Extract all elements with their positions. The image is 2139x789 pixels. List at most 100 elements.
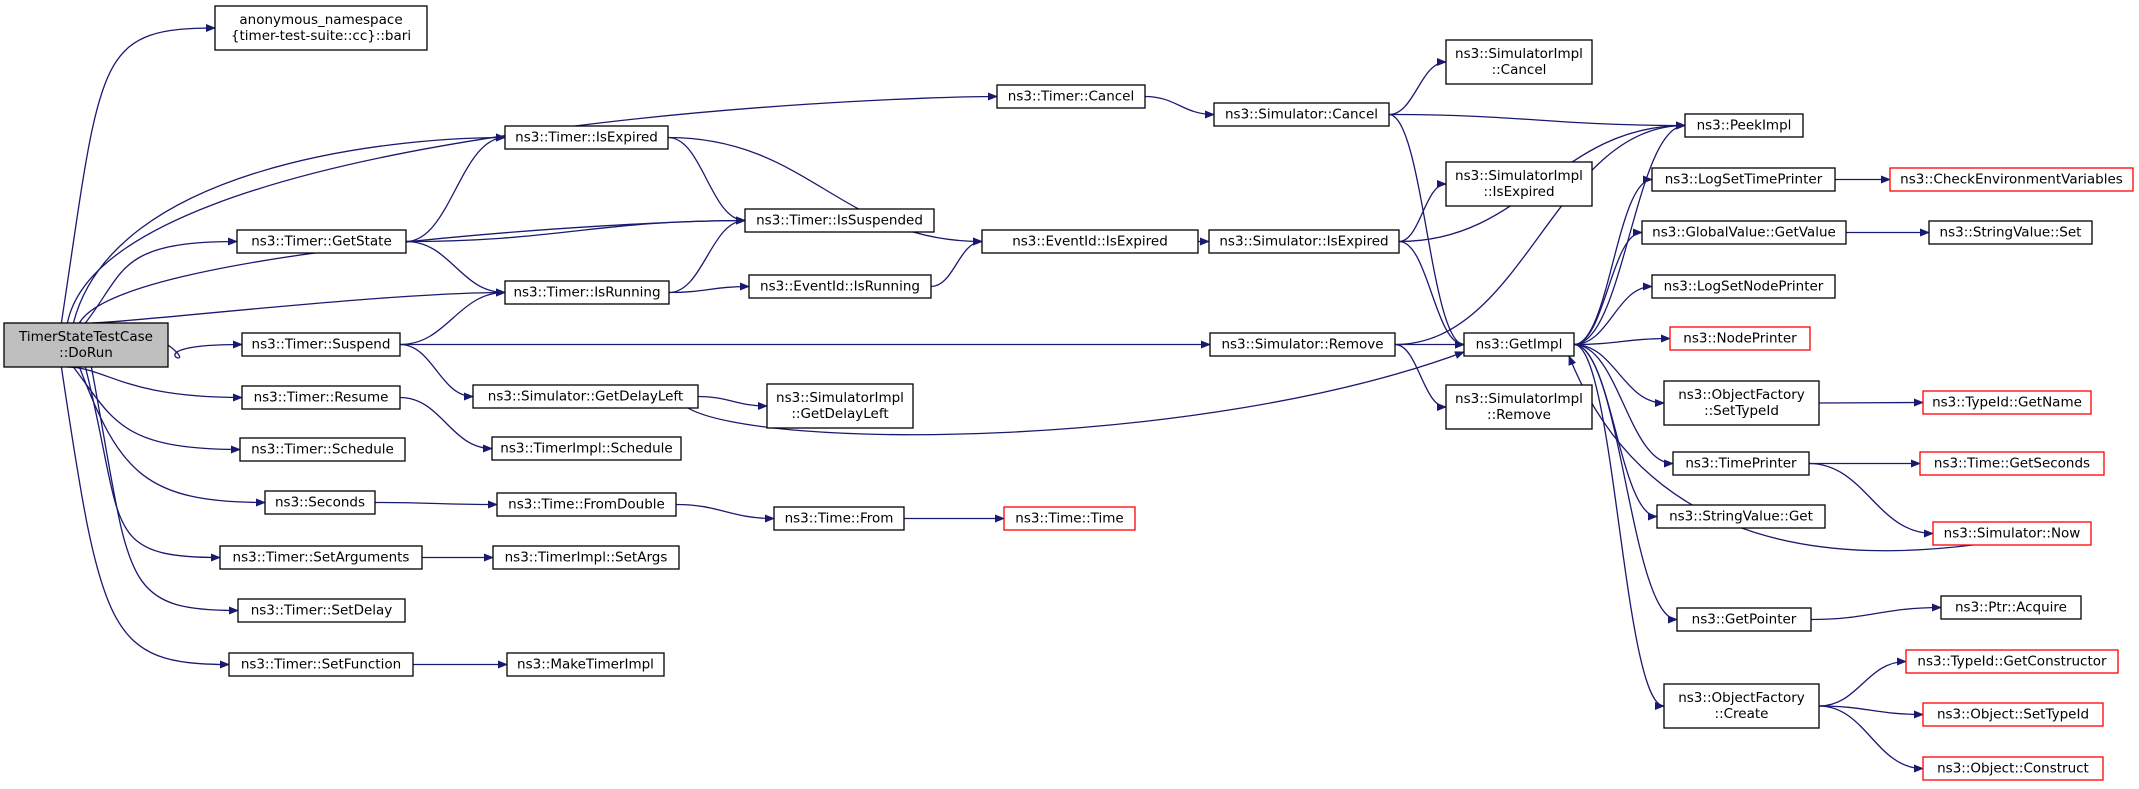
node-eid_isrunning[interactable]: ns3::EventId::IsRunning [748, 274, 932, 299]
node-box[interactable] [496, 492, 677, 517]
node-time_getseconds[interactable]: ns3::Time::GetSeconds [1919, 451, 2105, 476]
node-box[interactable] [1663, 683, 1820, 729]
node-box[interactable] [1669, 326, 1811, 351]
node-t_setdelay[interactable]: ns3::Timer::SetDelay [237, 598, 406, 623]
node-box[interactable] [1905, 649, 2119, 674]
node-t_getstate[interactable]: ns3::Timer::GetState [236, 229, 407, 254]
node-box[interactable] [748, 274, 932, 299]
node-simimpl_isexpired[interactable]: ns3::SimulatorImpl::IsExpired [1445, 161, 1593, 207]
node-box[interactable] [214, 5, 428, 51]
node-getimpl[interactable]: ns3::GetImpl [1463, 332, 1575, 357]
node-typeid_getctor[interactable]: ns3::TypeId::GetConstructor [1905, 649, 2119, 674]
node-simimpl_getdelay[interactable]: ns3::SimulatorImpl::GetDelayLeft [766, 383, 914, 429]
node-t_resume[interactable]: ns3::Timer::Resume [241, 385, 401, 410]
node-nodeprinter[interactable]: ns3::NodePrinter [1669, 326, 1811, 351]
node-t_issusp[interactable]: ns3::Timer::IsSuspended [744, 208, 935, 233]
node-sim_getdelay[interactable]: ns3::Simulator::GetDelayLeft [472, 384, 699, 409]
node-box[interactable] [3, 322, 169, 368]
node-box[interactable] [491, 436, 682, 461]
node-box[interactable] [1676, 607, 1812, 632]
node-box[interactable] [1213, 102, 1390, 127]
node-sim_remove[interactable]: ns3::Simulator::Remove [1209, 332, 1396, 357]
node-sim_isexpired[interactable]: ns3::Simulator::IsExpired [1208, 229, 1400, 254]
node-box[interactable] [1209, 332, 1396, 357]
node-box[interactable] [1656, 504, 1826, 529]
node-sim_now[interactable]: ns3::Simulator::Now [1932, 521, 2092, 546]
node-sv_get[interactable]: ns3::StringValue::Get [1656, 504, 1826, 529]
node-of_create[interactable]: ns3::ObjectFactory::Create [1663, 683, 1820, 729]
node-box[interactable] [1684, 113, 1804, 138]
node-box[interactable] [1672, 451, 1810, 476]
node-box[interactable] [237, 598, 406, 623]
node-ti_setargs[interactable]: ns3::TimerImpl::SetArgs [492, 545, 680, 570]
node-logsettime[interactable]: ns3::LogSetTimePrinter [1651, 167, 1836, 192]
node-box[interactable] [1922, 390, 2092, 415]
node-obj_construct[interactable]: ns3::Object::Construct [1922, 756, 2104, 781]
node-box[interactable] [1940, 595, 2082, 620]
node-box[interactable] [506, 652, 665, 677]
node-t_cancel[interactable]: ns3::Timer::Cancel [996, 84, 1146, 109]
node-box[interactable] [766, 383, 914, 429]
node-logsetnode[interactable]: ns3::LogSetNodePrinter [1651, 274, 1836, 299]
node-eid_isexpired[interactable]: ns3::EventId::IsExpired [981, 229, 1199, 254]
node-box[interactable] [1651, 274, 1836, 299]
node-of_settypeid[interactable]: ns3::ObjectFactory::SetTypeId [1663, 380, 1820, 426]
node-box[interactable] [1663, 380, 1820, 426]
node-simimpl_remove[interactable]: ns3::SimulatorImpl::Remove [1445, 384, 1593, 430]
node-obj_settypeid[interactable]: ns3::Object::SetTypeId [1922, 702, 2104, 727]
node-box[interactable] [1641, 220, 1847, 245]
node-gv_getvalue[interactable]: ns3::GlobalValue::GetValue [1641, 220, 1847, 245]
node-sv_set[interactable]: ns3::StringValue::Set [1928, 220, 2093, 245]
node-box[interactable] [264, 490, 376, 515]
node-time_from[interactable]: ns3::Time::From [773, 506, 905, 531]
node-box[interactable] [1003, 506, 1136, 531]
node-box[interactable] [219, 545, 423, 570]
node-box[interactable] [1463, 332, 1575, 357]
node-typeid_getname[interactable]: ns3::TypeId::GetName [1922, 390, 2092, 415]
node-box[interactable] [504, 280, 670, 305]
node-checkenv[interactable]: ns3::CheckEnvironmentVariables [1889, 167, 2134, 192]
node-box[interactable] [1922, 702, 2104, 727]
node-t_setfunc[interactable]: ns3::Timer::SetFunction [228, 652, 414, 677]
node-time_fromdouble[interactable]: ns3::Time::FromDouble [496, 492, 677, 517]
node-simimpl_cancel[interactable]: ns3::SimulatorImpl::Cancel [1445, 39, 1593, 85]
node-box[interactable] [744, 208, 935, 233]
node-t_schedule[interactable]: ns3::Timer::Schedule [239, 437, 406, 462]
node-t_isexpired[interactable]: ns3::Timer::IsExpired [504, 125, 669, 150]
node-time_time[interactable]: ns3::Time::Time [1003, 506, 1136, 531]
node-box[interactable] [492, 545, 680, 570]
node-box[interactable] [472, 384, 699, 409]
node-box[interactable] [1651, 167, 1836, 192]
node-box[interactable] [239, 437, 406, 462]
node-ptr_acquire[interactable]: ns3::Ptr::Acquire [1940, 595, 2082, 620]
node-box[interactable] [1445, 384, 1593, 430]
node-box[interactable] [981, 229, 1199, 254]
node-peekimpl[interactable]: ns3::PeekImpl [1684, 113, 1804, 138]
node-box[interactable] [241, 332, 401, 357]
node-box[interactable] [996, 84, 1146, 109]
node-box[interactable] [1445, 39, 1593, 85]
node-box[interactable] [241, 385, 401, 410]
node-sim_cancel[interactable]: ns3::Simulator::Cancel [1213, 102, 1390, 127]
node-box[interactable] [1922, 756, 2104, 781]
node-box[interactable] [1889, 167, 2134, 192]
node-box[interactable] [228, 652, 414, 677]
node-box[interactable] [1919, 451, 2105, 476]
node-box[interactable] [504, 125, 669, 150]
node-t_setargs[interactable]: ns3::Timer::SetArguments [219, 545, 423, 570]
node-maketimerimpl[interactable]: ns3::MakeTimerImpl [506, 652, 665, 677]
node-box[interactable] [1208, 229, 1400, 254]
node-box[interactable] [236, 229, 407, 254]
node-root[interactable]: TimerStateTestCase::DoRun [3, 322, 169, 368]
node-t_isrunning[interactable]: ns3::Timer::IsRunning [504, 280, 670, 305]
node-bari[interactable]: anonymous_namespace{timer-test-suite::cc… [214, 5, 428, 51]
node-timeprinter[interactable]: ns3::TimePrinter [1672, 451, 1810, 476]
node-box[interactable] [773, 506, 905, 531]
node-box[interactable] [1928, 220, 2093, 245]
node-t_suspend[interactable]: ns3::Timer::Suspend [241, 332, 401, 357]
node-box[interactable] [1932, 521, 2092, 546]
node-ti_schedule[interactable]: ns3::TimerImpl::Schedule [491, 436, 682, 461]
node-box[interactable] [1445, 161, 1593, 207]
node-seconds[interactable]: ns3::Seconds [264, 490, 376, 515]
node-getpointer[interactable]: ns3::GetPointer [1676, 607, 1812, 632]
